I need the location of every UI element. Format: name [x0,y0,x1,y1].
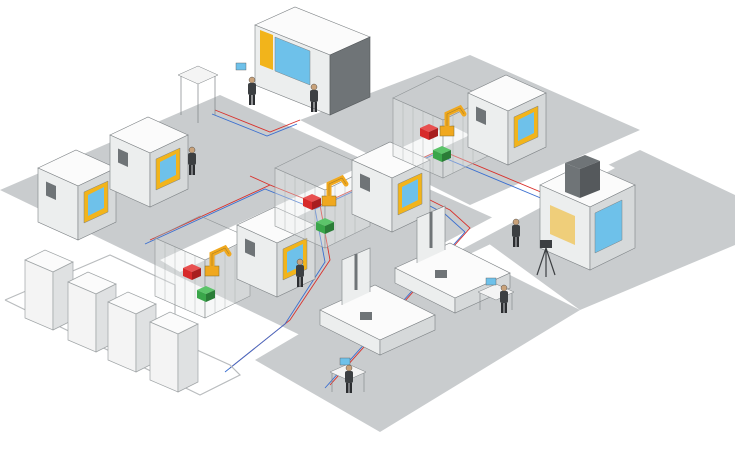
operator-station [247,76,257,106]
electrical-cabinets [24,249,199,393]
cnc-machine-2 [109,116,189,208]
cnc-machine-1 [37,149,117,241]
cable-grey-outline [4,254,242,396]
cmm-machine-2 [394,205,511,314]
cabinet-4 [149,311,199,393]
workstation-top-left [177,62,257,123]
vertical-machining-center-right [539,155,636,271]
cnc-machine-5 [467,74,547,166]
cmm-machine-1 [319,247,436,356]
measurement-tripod [536,240,556,277]
cabinet-1 [24,249,74,331]
turning-center-top [254,6,371,116]
cabinet-3 [107,291,157,373]
